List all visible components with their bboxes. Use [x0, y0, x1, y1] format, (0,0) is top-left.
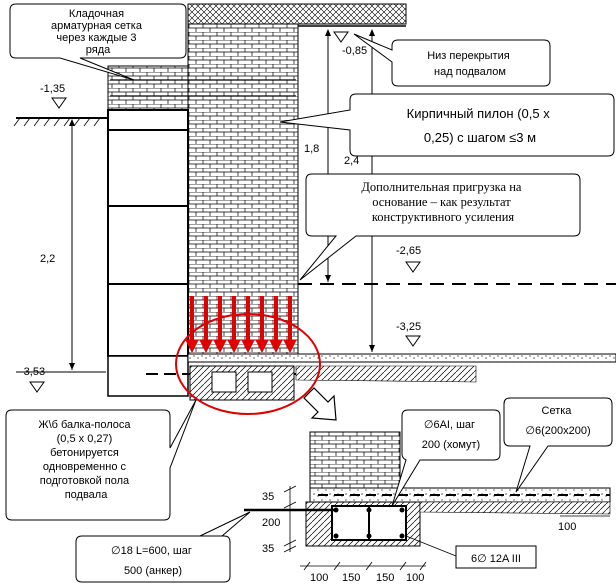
- callout-stirrup-line: 200 (хомут): [422, 439, 480, 451]
- dimension-label: 1,8: [304, 143, 319, 155]
- callout-slab-line: над подвалом: [434, 66, 506, 78]
- floor-preparation: [187, 353, 616, 363]
- level-marker-135: [51, 97, 67, 109]
- callout-mesh-line: ряда: [86, 44, 111, 56]
- callout-mesh-bubble: [9, 3, 187, 81]
- beam-rebar-cage: [247, 371, 273, 393]
- foundation-footing: [107, 355, 189, 397]
- rc-beam-strip: [189, 365, 295, 401]
- callout-pilon-line: 0,25) с шагом ≤3 м: [424, 130, 536, 145]
- callout-mesh-line: арматурная сетка: [51, 20, 143, 32]
- callout-surcharge-bubble: [299, 173, 581, 281]
- level-label: -3,25: [396, 321, 421, 333]
- beam-rebar-cage: [211, 371, 237, 393]
- detail-dim-label: 100: [310, 572, 328, 584]
- level-label: -1,35: [40, 83, 65, 95]
- callout-beam-line: подготовкой пола: [40, 475, 130, 487]
- callout-grid-line: ∅6(200х200): [525, 425, 590, 437]
- detail-dim-ticks: [283, 485, 297, 553]
- detail-dim-label: 100: [406, 572, 424, 584]
- level-marker-353: [29, 381, 45, 393]
- detail-pointer-arrow: [303, 387, 337, 421]
- detail-dim-label: 200: [262, 517, 280, 529]
- callout-anchor-bubble: [75, 511, 251, 583]
- callout-mesh-line: Кладочная: [69, 8, 124, 20]
- rebar-label: 6∅ 12A III: [471, 553, 521, 565]
- floor-slab: [187, 3, 407, 25]
- callout-stirrup-bubble: [391, 409, 501, 507]
- callout-mesh-line: через каждые 3: [56, 32, 136, 44]
- callout-beam-line: Ж\б балка-полоса: [38, 419, 131, 431]
- callout-surcharge-line: конструктивного усиления: [372, 210, 515, 224]
- callout-beam-line: одновременно с: [43, 461, 127, 473]
- ground-hatch: [13, 117, 101, 127]
- callout-beam-line: бетонируется: [50, 447, 119, 459]
- callout-anchor-line: 500 (анкер): [124, 565, 182, 577]
- detail-right-slope: [419, 501, 611, 515]
- callout-beam-bubble: [5, 399, 197, 521]
- dimension-label: 2,4: [344, 155, 359, 167]
- level-label: -0,85: [342, 45, 367, 57]
- svg-text:Сетка ∅6(200х200): Сетка ∅6(200х200): [525, 405, 590, 437]
- detail-dim-label: 35: [262, 543, 274, 555]
- svg-text:Кирпичный пилон (0,5 х 0,2: Кирпичный пилон (0,5 х 0,25) с шагом ≤3 …: [407, 106, 554, 145]
- callout-pilon-line: Кирпичный пилон (0,5 х: [407, 106, 551, 121]
- detail-brick-wall: [309, 431, 401, 489]
- svg-text:Ж\б балка-полоса (0,5 х 0,: Ж\б балка-полоса (0,5 х 0,27) бетонирует…: [38, 419, 133, 501]
- callout-surcharge-line: Дополнительная пригрузка на: [361, 180, 522, 194]
- floor-slope: [295, 365, 477, 383]
- callout-slab-bubble: [353, 33, 551, 87]
- rebar-label-box: [455, 545, 537, 569]
- svg-text:∅6AI, шаг 200 (хомут): ∅6AI, шаг 200 (хомут): [422, 419, 480, 451]
- callout-slab-line: Низ перекрытия: [427, 50, 510, 62]
- svg-text:Низ перекрытия над подвало: Низ перекрытия над подвалом: [427, 50, 513, 78]
- callout-beam-line: подвала: [65, 489, 109, 501]
- detail-dim-ticks: [303, 561, 427, 571]
- callout-stirrup-line: ∅6AI, шаг: [424, 419, 475, 431]
- upper-wall-brick: [107, 65, 189, 111]
- svg-text:∅18 L=600, шаг 500 (анкер): ∅18 L=600, шаг 500 (анкер): [111, 545, 195, 577]
- callout-surcharge-line: основание – как результат: [372, 195, 511, 209]
- foundation-block-wall: [107, 109, 189, 357]
- callout-grid-line: Сетка: [542, 405, 573, 417]
- level-marker-085: [333, 31, 349, 43]
- dimension-label: 2,2: [40, 253, 55, 265]
- surcharge-arrows: [185, 296, 297, 354]
- svg-text:Дополнительная пригрузка на: Дополнительная пригрузка на основание – …: [361, 180, 524, 224]
- callout-beam-line: (0,5 х 0,27): [57, 433, 113, 445]
- level-marker-325: [405, 335, 421, 347]
- detail-dim-label: 35: [262, 491, 274, 503]
- detail-dim-label: 150: [342, 572, 360, 584]
- rebar-leader: [405, 535, 457, 557]
- highlight-circle: [175, 313, 321, 415]
- level-label: -2,65: [396, 245, 421, 257]
- level-marker-265: [405, 261, 421, 273]
- callout-pilon-bubble: [279, 93, 615, 157]
- detail-dim-label: 100: [558, 521, 576, 533]
- detail-dim-label: 150: [376, 572, 394, 584]
- callout-anchor-line: ∅18 L=600, шаг: [111, 545, 192, 557]
- svg-text:Кладочная арматурная сетка: Кладочная арматурная сетка через каждые …: [51, 8, 145, 56]
- level-label: -3,53: [20, 366, 45, 378]
- callout-grid-bubble: [503, 397, 613, 493]
